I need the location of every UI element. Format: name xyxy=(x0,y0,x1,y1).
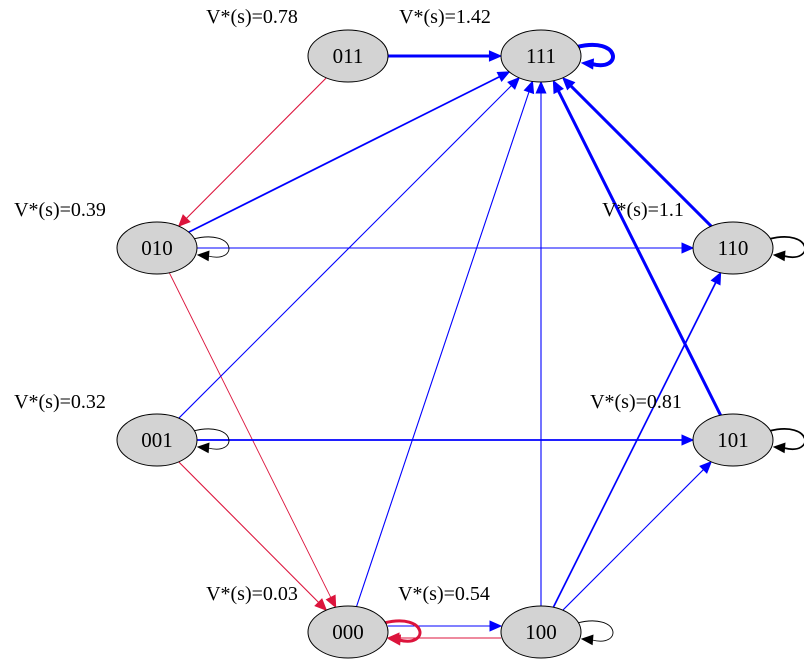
state-node-011: 011 xyxy=(307,29,389,83)
edge-line xyxy=(552,281,717,608)
arrowhead-icon xyxy=(177,214,191,228)
arrowhead-icon xyxy=(710,271,722,286)
node-ellipse xyxy=(307,605,389,659)
arrowhead-icon xyxy=(488,50,503,62)
arrowhead-icon xyxy=(535,80,547,94)
edge-line xyxy=(178,461,320,604)
arrowhead-icon xyxy=(325,594,337,609)
self-loop-111 xyxy=(576,43,615,70)
value-label-010: V*(s)=0.39 xyxy=(14,199,106,221)
edge-000-to-100 xyxy=(388,620,503,632)
edge-100-to-101 xyxy=(562,460,713,611)
node-ellipse xyxy=(116,413,198,467)
edge-011-to-010 xyxy=(177,77,327,228)
arrowhead-icon xyxy=(772,250,786,262)
self-loop-100 xyxy=(576,620,614,646)
value-label-001: V*(s)=0.32 xyxy=(14,391,106,413)
self-loop-line xyxy=(768,236,804,259)
node-label: 101 xyxy=(717,428,749,452)
arrowhead-icon xyxy=(196,250,210,262)
state-node-110: 110 xyxy=(692,221,774,275)
self-loop-000 xyxy=(383,619,422,646)
edge-100-to-110 xyxy=(552,271,722,608)
nodes-layer: 111 011 010 110 001 101 000 100 xyxy=(116,29,774,659)
node-ellipse xyxy=(116,221,198,275)
edge-101-to-111 xyxy=(552,79,722,416)
state-node-100: 100 xyxy=(500,605,582,659)
arrowhead-icon xyxy=(387,634,402,646)
edge-010-to-111 xyxy=(188,71,511,233)
value-label-111: V*(s)=1.42 xyxy=(399,6,491,28)
node-label: 011 xyxy=(333,44,364,68)
arrowhead-icon xyxy=(580,634,594,646)
value-labels-layer: V*(s)=1.42 V*(s)=0.78V*(s)=0.39 V*(s)=1.1V… xyxy=(14,6,684,605)
edge-001-to-000 xyxy=(178,461,328,612)
self-loop-line xyxy=(383,619,422,643)
node-ellipse xyxy=(500,605,582,659)
arrowhead-icon xyxy=(196,442,210,454)
value-label-100: V*(s)=0.54 xyxy=(398,583,490,605)
self-loops-layer xyxy=(192,43,804,646)
self-loop-010 xyxy=(192,236,230,262)
state-node-001: 001 xyxy=(116,413,198,467)
edge-100-to-111 xyxy=(535,80,547,606)
arrowhead-icon xyxy=(772,442,786,454)
arrowhead-icon xyxy=(523,80,535,95)
self-loop-line xyxy=(192,236,230,258)
self-loop-line xyxy=(192,428,230,450)
edge-line xyxy=(178,84,513,419)
state-node-000: 000 xyxy=(307,605,389,659)
arrowhead-icon xyxy=(489,620,503,632)
node-label: 001 xyxy=(141,428,173,452)
self-loop-110 xyxy=(768,236,804,262)
state-node-111: 111 xyxy=(500,29,582,83)
edge-110-to-111 xyxy=(561,76,713,228)
edge-000-to-111 xyxy=(355,80,535,607)
value-label-000: V*(s)=0.03 xyxy=(206,583,298,605)
value-label-011: V*(s)=0.78 xyxy=(206,6,298,28)
edge-010-to-000 xyxy=(168,272,337,609)
edge-line xyxy=(556,89,722,416)
arrowhead-icon xyxy=(561,76,576,91)
value-label-101: V*(s)=0.81 xyxy=(590,391,682,413)
edge-010-to-110 xyxy=(197,242,695,254)
node-ellipse xyxy=(692,221,774,275)
self-loop-001 xyxy=(192,428,230,454)
node-ellipse xyxy=(500,29,582,83)
edge-001-to-111 xyxy=(178,76,521,419)
arrowhead-icon xyxy=(314,598,328,612)
node-label: 010 xyxy=(141,236,173,260)
node-label: 000 xyxy=(332,620,364,644)
edge-011-to-111 xyxy=(388,50,503,62)
arrowhead-icon xyxy=(681,242,695,254)
edge-line xyxy=(562,468,705,611)
node-label: 110 xyxy=(718,236,749,260)
edge-line xyxy=(168,272,332,599)
value-label-110: V*(s)=1.1 xyxy=(602,199,684,221)
edge-line xyxy=(569,84,713,228)
edge-001-to-101 xyxy=(197,434,695,446)
edge-line xyxy=(355,90,530,607)
edge-line xyxy=(188,75,501,233)
node-ellipse xyxy=(307,29,389,83)
state-node-101: 101 xyxy=(692,413,774,467)
self-loop-line xyxy=(768,428,804,451)
arrowhead-icon xyxy=(496,71,511,82)
arrowhead-icon xyxy=(699,460,713,474)
self-loop-line xyxy=(576,620,614,642)
arrowhead-icon xyxy=(552,79,564,95)
node-label: 100 xyxy=(525,620,557,644)
edges-layer xyxy=(168,50,722,644)
edge-line xyxy=(185,77,327,220)
arrowhead-icon xyxy=(681,434,695,446)
node-ellipse xyxy=(692,413,774,467)
state-node-010: 010 xyxy=(116,221,198,275)
self-loop-line xyxy=(576,43,615,68)
arrowhead-icon xyxy=(580,58,595,70)
self-loop-101 xyxy=(768,428,804,454)
arrowhead-icon xyxy=(507,76,521,90)
node-label: 111 xyxy=(526,44,556,68)
